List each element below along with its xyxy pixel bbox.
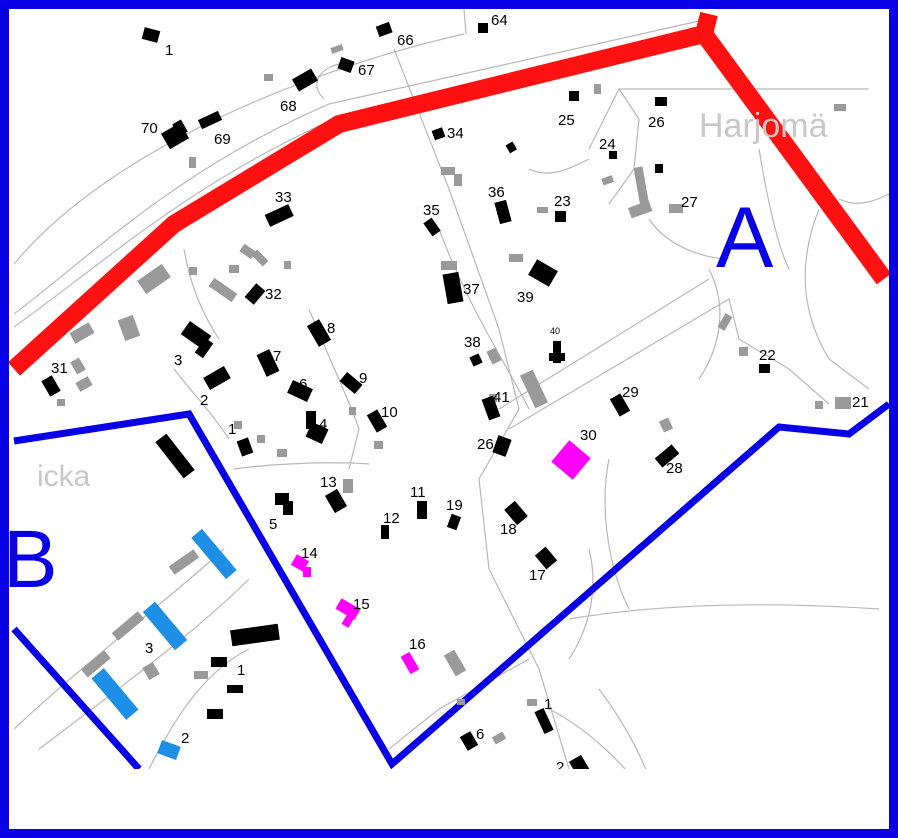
place-harjoma: Harjomä (699, 107, 828, 145)
plot-label: 32 (265, 286, 282, 303)
buildings (41, 21, 770, 780)
plot-label: 17 (529, 567, 546, 584)
zone-a-label: A (716, 190, 774, 286)
plot-label: 69 (214, 131, 231, 148)
highlighted-plots-blue (91, 528, 237, 760)
plot-label: 22 (759, 347, 776, 364)
plot-label: 23 (554, 193, 571, 210)
plot-label: 28 (666, 460, 683, 477)
plot-label: 9 (359, 370, 367, 387)
plot-label: 19 (446, 497, 463, 514)
place-icka: icka (37, 460, 91, 493)
plot-label: 26 (477, 436, 494, 453)
plot-labels: 1 66 64 67 68 70 69 25 26 34 24 33 36 23… (51, 12, 869, 776)
plot-label: 6 (476, 726, 484, 743)
plot-label: 14 (301, 545, 318, 562)
plot-label: 25 (558, 112, 575, 129)
plot-label: 1 (237, 662, 245, 679)
plot-label: 41 (493, 389, 510, 406)
plot-label: 26 (648, 114, 665, 131)
plot-label: 38 (464, 334, 481, 351)
plot-label: 35 (423, 202, 440, 219)
plot-label: 13 (320, 474, 337, 491)
outbuildings (57, 44, 851, 745)
plot-label: 64 (491, 12, 508, 29)
plot-label: 29 (622, 384, 639, 401)
plot-label: 21 (852, 394, 869, 411)
plot-label: 1 (228, 421, 236, 438)
plot-label: 16 (409, 636, 426, 653)
plot-label: 3 (145, 640, 153, 657)
plot-label: 2 (181, 730, 189, 747)
plot-label: 12 (383, 510, 400, 527)
plot-label: 66 (397, 32, 414, 49)
plot-label: 34 (447, 125, 464, 142)
plot-label: 6 (299, 376, 307, 393)
plot-label: 10 (381, 404, 398, 421)
plot-label: 27 (681, 194, 698, 211)
site-plan-map[interactable]: A B Harjomä icka (9, 9, 889, 829)
plot-label: 68 (280, 98, 297, 115)
plot-label: 30 (580, 427, 597, 444)
boundary-blue (13, 401, 889, 770)
plot-label: 4 (319, 416, 327, 433)
plot-label: 40 (550, 326, 560, 336)
plot-label: 7 (273, 348, 281, 365)
plot-label: 2 (200, 392, 208, 409)
boundary-red-east (696, 28, 889, 285)
zone-b-label: B (9, 514, 58, 605)
plot-label: 8 (327, 320, 335, 337)
plot-label: 1 (165, 42, 173, 59)
plot-label: 15 (353, 596, 370, 613)
plot-label: 18 (500, 521, 517, 538)
plot-label: 2 (556, 759, 564, 776)
plot-label: 37 (463, 281, 480, 298)
plot-label: 36 (488, 184, 505, 201)
plot-label: 3 (174, 352, 182, 369)
boundary-red (9, 11, 718, 376)
plot-label: 70 (141, 120, 158, 137)
plot-label: 67 (358, 62, 375, 79)
plot-label: 1 (544, 696, 552, 713)
plot-label: 39 (517, 289, 534, 306)
plot-label: 33 (275, 189, 292, 206)
map-bottom-margin (9, 769, 889, 829)
highlighted-plots (290, 440, 591, 675)
plot-label: 31 (51, 360, 68, 377)
boundary-blue-west (11, 626, 142, 772)
plot-label: 11 (410, 484, 426, 501)
plot-label: 24 (599, 136, 616, 153)
plot-label: 5 (269, 516, 277, 533)
